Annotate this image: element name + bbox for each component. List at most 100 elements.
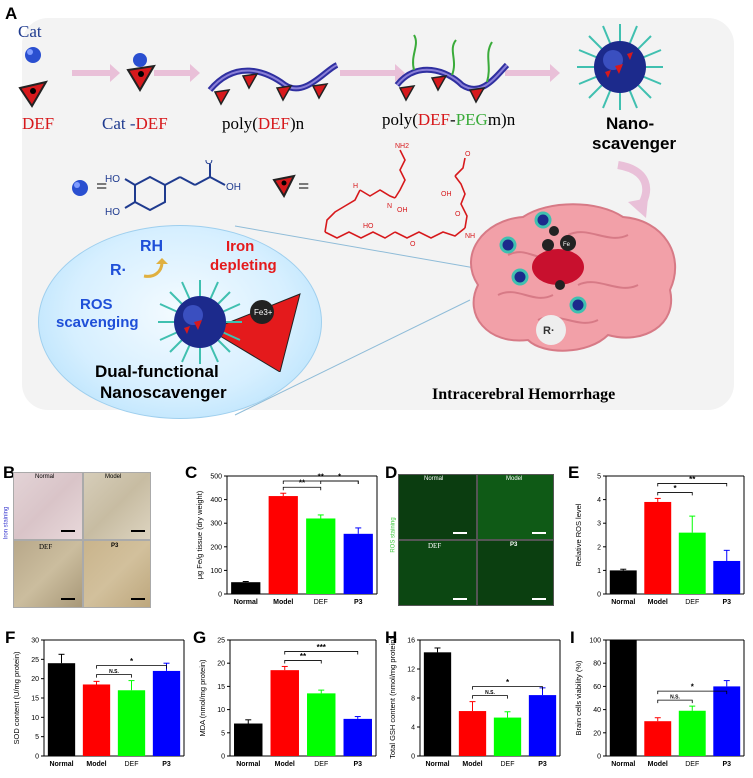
- micro-b-model: [83, 472, 151, 540]
- chart-g-sig-label: ***: [317, 643, 327, 652]
- caffeic-acid-structure: HO HO O OH: [105, 160, 241, 218]
- chart-i-xtick-label: P3: [722, 761, 731, 768]
- chart-e-ytick-label: 1: [597, 568, 601, 575]
- chart-f-ytick-label: 20: [31, 676, 39, 683]
- chem-oh3: OH: [441, 191, 452, 198]
- chart-e-sig-bracket: [657, 492, 693, 496]
- chart-c-sig-bracket: [320, 480, 359, 484]
- chart-f-ytick-label: 0: [35, 754, 39, 761]
- def-label: DEF: [22, 114, 55, 133]
- chart-h-ytick-label: 12: [407, 667, 415, 674]
- chart-c-ytick-label: 300: [210, 521, 222, 528]
- chart-g-xtick-label: Model: [275, 761, 295, 768]
- chart-c-bar-def: [306, 518, 336, 594]
- chart-i-ytick-label: 20: [593, 730, 601, 737]
- dual-label-1: Dual-functional: [95, 362, 219, 381]
- chart-g-ytick-label: 15: [217, 684, 225, 691]
- chart-f-ytick-label: 5: [35, 734, 39, 741]
- peg-b: DEF: [417, 110, 451, 129]
- conversion-arrow-icon: [143, 258, 168, 278]
- chart-h-xtick-label: P3: [538, 761, 547, 768]
- poly-def-chain-icon: [207, 62, 339, 106]
- chart-g-sig-bracket: [284, 651, 359, 655]
- panel-letter-d: D: [385, 463, 398, 482]
- chart-h-sig-label: N.S.: [485, 690, 495, 696]
- dual-label-2: Nanoscavenger: [100, 383, 227, 402]
- chart-i-ylabel: Brain cells viability (%): [574, 660, 583, 736]
- chart-h-xtick-label: Normal: [425, 761, 449, 768]
- chart-c-xtick-label: Model: [273, 599, 293, 606]
- iron-label-2: depleting: [210, 257, 277, 274]
- chart-c-sig-bracket: [282, 486, 322, 491]
- chem-ho2: HO: [105, 207, 120, 218]
- brain-fe-label: Fe: [563, 242, 571, 248]
- peg-a: poly(: [382, 110, 418, 129]
- poly-def-label: poly(DEF)n: [222, 114, 304, 134]
- chem-nh: NH: [465, 233, 475, 240]
- chem-h: H: [353, 183, 358, 190]
- chart-g-ytick-label: 0: [221, 754, 225, 761]
- chart-e-bar-def: [678, 532, 706, 594]
- chart-e-sig-label: **: [689, 475, 696, 484]
- cat-equals: =: [96, 176, 108, 198]
- chem-oh2: OH: [397, 207, 408, 214]
- chart-e-sig-label: *: [673, 484, 677, 493]
- chart-e-ylabel: Relative ROS level: [574, 503, 583, 566]
- scale-bar: [532, 532, 546, 534]
- chart-c-xtick-label: Normal: [234, 599, 258, 606]
- chem-o4: O: [455, 211, 461, 218]
- chart-e-bar-model: [644, 501, 672, 594]
- micro-b-label-normal: Normal: [35, 474, 55, 480]
- micro-d-model: [477, 474, 554, 540]
- chart-f-xtick-label: P3: [162, 761, 171, 768]
- chart-g-bar-def: [307, 693, 336, 756]
- peg-c: -: [450, 110, 456, 129]
- chart-f-xtick-label: DEF: [125, 761, 139, 768]
- chart-h-ytick-label: 4: [411, 725, 415, 732]
- chart-h-sig-bracket: [472, 695, 508, 699]
- cat-label: Cat: [18, 22, 42, 41]
- chart-i-xtick-label: DEF: [685, 761, 699, 768]
- chart-g-bar-normal: [234, 723, 263, 756]
- micro-b-def: [13, 540, 83, 608]
- nano-label-1: Nano-: [606, 114, 655, 133]
- chem-o: O: [205, 160, 213, 167]
- micro-d-p3: [477, 540, 554, 606]
- chart-e-ytick-label: 0: [597, 592, 601, 599]
- nanoscavenger-icon: [577, 24, 663, 110]
- chart-i-xtick-label: Model: [648, 761, 668, 768]
- poly-def-c: )n: [290, 114, 305, 133]
- chem-ho3: HO: [363, 223, 374, 230]
- chart-c-sig-label: **: [299, 479, 306, 488]
- iron-staining-grid: Normal Model DEF P3: [13, 472, 151, 608]
- chart-h-ytick-label: 0: [411, 754, 415, 761]
- iron-label-1: Iron: [226, 238, 255, 255]
- chart-h-sig-label: *: [506, 678, 510, 687]
- chart-f-bar-def: [117, 690, 146, 756]
- chart-f-ytick-label: 15: [31, 696, 39, 703]
- chart-g-ytick-label: 10: [217, 707, 225, 714]
- chart-i-sig-label: *: [691, 683, 695, 692]
- chart-h-bar-def: [493, 717, 522, 756]
- chem-ho1: HO: [105, 174, 120, 185]
- chem-n: N: [387, 203, 392, 210]
- micro-b-label-p3: P3: [111, 543, 119, 549]
- panel-letter-b: B: [3, 463, 16, 482]
- chart-h-ytick-label: 8: [411, 696, 415, 703]
- chart-c-ytick-label: 200: [210, 544, 222, 551]
- panel-letter-f: F: [5, 628, 16, 647]
- scale-bar: [61, 530, 75, 532]
- panel-letter-e: E: [568, 463, 580, 482]
- chart-g-ytick-label: 5: [221, 730, 225, 737]
- chart-i-ytick-label: 0: [597, 754, 601, 761]
- chart-c-bar-p3: [343, 533, 373, 594]
- panel-letter-a: A: [5, 4, 18, 23]
- ros-label-2: scavenging: [56, 314, 139, 331]
- chart-f-xtick-label: Normal: [49, 761, 73, 768]
- micro-d-label-p3: P3: [510, 542, 518, 548]
- chart-f-xtick-label: Model: [86, 761, 106, 768]
- chart-f-sig-label: N.S.: [109, 669, 119, 675]
- chart-h-xtick-label: DEF: [501, 761, 515, 768]
